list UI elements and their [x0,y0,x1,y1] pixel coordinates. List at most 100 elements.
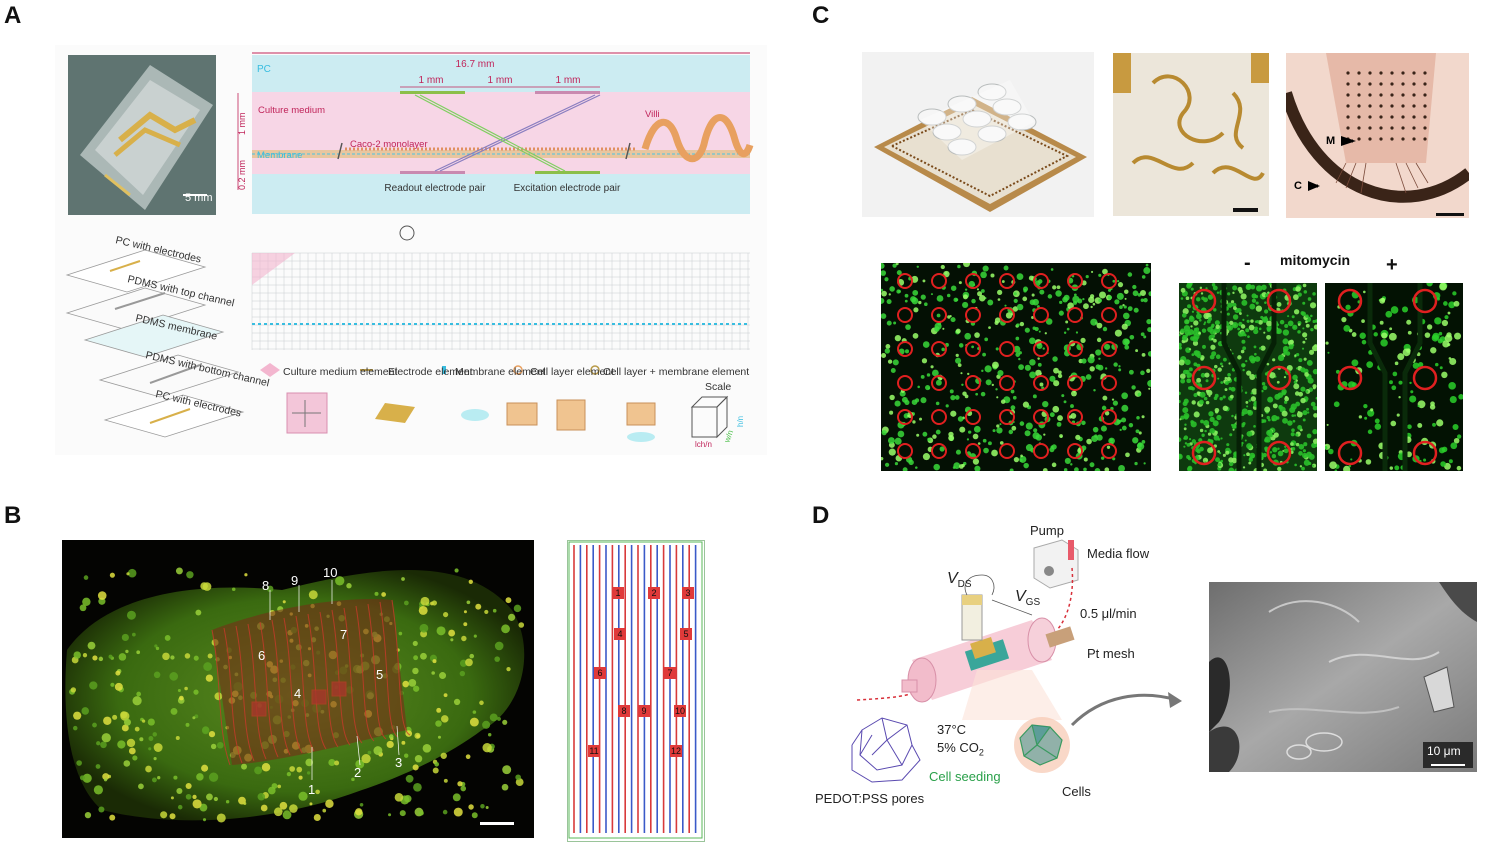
grid-electrode-7: 7 [664,667,676,679]
panel-letter-b: B [4,502,22,529]
pores-label: PEDOT:PSS pores [815,791,925,806]
spacing-label-1: 1 mm [419,75,444,86]
mesh-legend [260,363,729,442]
grid-electrode-3: 3 [682,587,694,599]
height-top-label: 1 mm [237,113,247,136]
electrode-num-9: 9 [291,573,299,588]
grid-electrode-8: 8 [618,705,630,717]
marker-c: C [1294,180,1302,192]
electrode-layout-lines [568,541,703,839]
electrode-leader-lines [269,580,400,780]
vgs-subscript: GS [1025,597,1041,609]
legend-membrane: Membrane element [455,366,546,378]
tissue-micrograph [65,567,525,825]
vgs-symbol: V [1015,588,1026,605]
vds-label: VDS [947,570,972,590]
panel-letter-a: A [4,2,22,29]
panel-letter-d: D [812,502,830,529]
electrode-num-5: 5 [376,667,384,682]
vgs-label: VGS [1015,588,1040,608]
exploded-layers [65,249,245,438]
electrode-num-10: 10 [323,565,338,580]
panel-a-graphic: 5 mm 16.7 mm 1 mm 1 mm [65,52,754,449]
culture-medium-label: Culture medium [258,105,325,116]
grid-electrode-11: 11 [588,745,600,757]
legend-cell-membrane: Cell layer + membrane element [603,366,749,378]
legend-electrode: Electrode element [388,366,473,378]
scale-axis-h: h/n [736,416,745,427]
ac-source-icon [399,225,415,241]
scale-axis-lch: lch/n [695,440,712,449]
mea-layout-photo: M C [1286,53,1469,218]
cells-cluster [1019,724,1063,766]
mitomycin-fluorescence-graphic [1325,283,1463,471]
temperature-label: 37°C [937,722,967,737]
co2-text: 5% CO [937,740,979,755]
sem-scale-label: 10 μm [1427,744,1461,758]
legend-scale: Scale [705,381,731,393]
sem-image: 10 μm [1209,582,1477,772]
pores-network [851,717,921,783]
b-scale-bar [480,822,514,825]
legend-cell-layer: Cell layer element [530,366,614,378]
fluorescence-mea-image [881,263,1151,471]
electrode-num-1: 1 [308,782,316,797]
scale-axis-w: w/n [722,429,735,445]
panel-b-micrograph: 1 2 3 4 5 6 7 8 9 10 [62,540,534,838]
treatment-label: mitomycin [1280,252,1351,268]
electrode-num-7: 7 [340,627,348,642]
panel-a: 5 mm 16.7 mm 1 mm 1 mm [55,45,767,455]
electrode-num-8: 8 [262,578,270,593]
electrode-num-3: 3 [395,755,403,770]
spacing-label-2: 1 mm [488,75,513,86]
fluorescence-mea-graphic [881,263,1151,471]
electrode-layout-diagram: 1 2 3 4 5 6 7 8 9 10 11 12 [567,540,705,842]
panel-d-schematic: Pump Media flow VDS VGS 0.5 μl/min Pt me… [812,520,1192,840]
cells-label: Cells [1062,784,1091,799]
media-flow-label: Media flow [1087,546,1150,561]
electrode-num-6: 6 [258,648,266,663]
monolayer-label: Caco-2 monolayer [350,139,428,150]
vds-subscript: DS [957,579,972,591]
membrane-label: Membrane [257,150,302,161]
well-plate-graphic [874,80,1087,212]
control-fluorescence-graphic [1179,283,1317,471]
grid-electrode-12: 12 [670,745,682,757]
well-closeup-photo [1113,53,1269,216]
grid-electrode-9: 9 [638,705,650,717]
flow-rate-label: 0.5 μl/min [1080,606,1137,621]
legend-culture-medium: Culture medium element [283,366,397,378]
mitomycin-fluorescence-image [1325,283,1463,471]
height-bottom-label: 0.2 mm [237,160,247,190]
grid-electrode-6: 6 [594,667,606,679]
excitation-label: Excitation electrode pair [514,183,621,194]
grid-electrode-10: 10 [674,705,686,717]
photo-scale-label: 5 mm [185,192,213,204]
co2-label: 5% CO2 [937,740,984,758]
grid-electrode-4: 4 [614,628,626,640]
sem-graphic [1209,582,1477,772]
panel-letter-c: C [812,2,830,29]
well-plate-photo [862,52,1094,217]
spacing-label-3: 1 mm [556,75,581,86]
plus-label: + [1386,254,1398,276]
electrode-num-4: 4 [294,686,302,701]
device-photo [68,55,216,215]
transistor-schematic [851,539,1182,783]
total-length-label: 16.7 mm [456,59,495,70]
grid-electrode-1: 1 [612,587,624,599]
pc-label: PC [257,64,271,75]
pt-mesh-label: Pt mesh [1087,646,1135,661]
control-fluorescence-image [1179,283,1317,471]
readout-label: Readout electrode pair [384,183,486,194]
pump-label: Pump [1030,523,1064,538]
electrode-num-2: 2 [354,765,362,780]
well-closeup-graphic [1113,53,1269,216]
co2-subscript: 2 [978,747,984,758]
finite-element-mesh [251,252,750,350]
minus-label: - [1244,252,1251,274]
grid-electrode-2: 2 [648,587,660,599]
marker-m: M [1326,135,1336,147]
cross-section-schematic [237,52,754,214]
vds-symbol: V [947,570,958,587]
